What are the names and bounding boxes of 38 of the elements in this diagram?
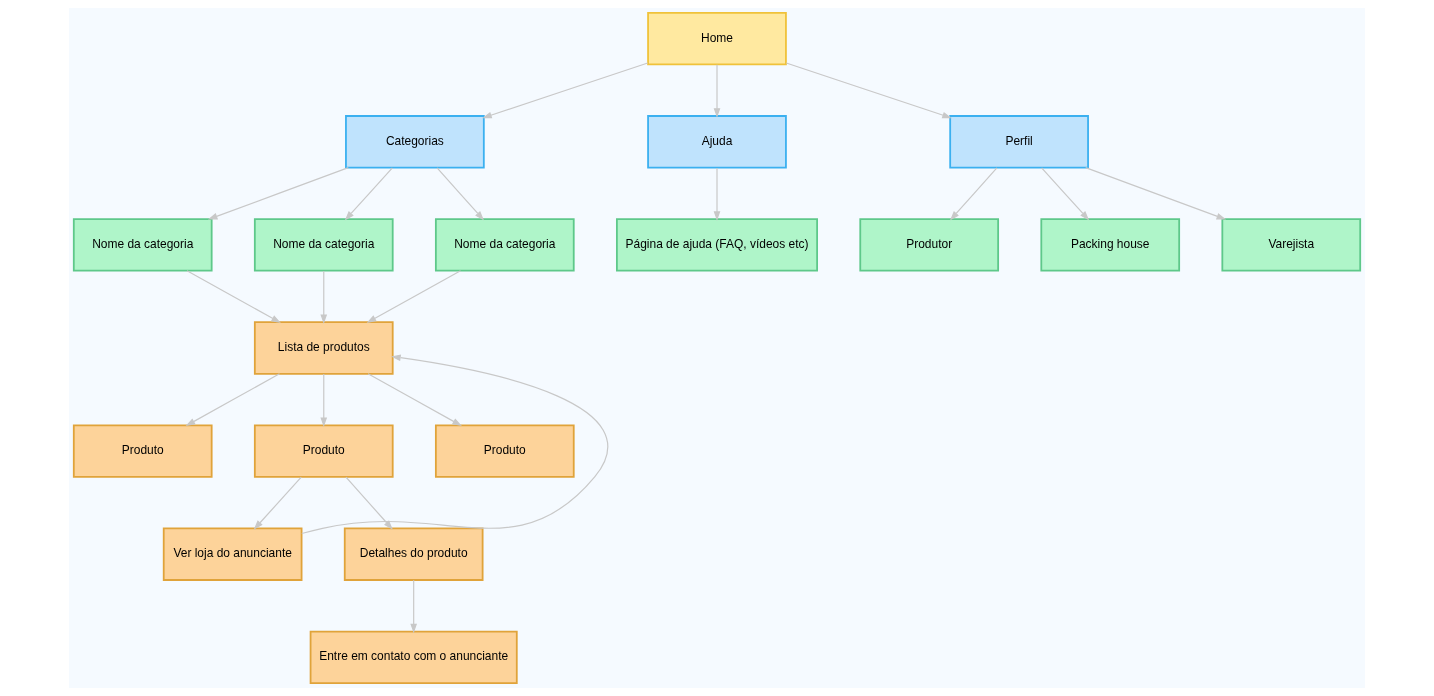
- node-box: Packing house: [1040, 218, 1181, 272]
- node-box: Produto: [434, 424, 575, 478]
- node-box: Ajuda: [647, 115, 787, 169]
- node-box: Categorias: [345, 115, 485, 169]
- node-box: Produtor: [859, 218, 1000, 272]
- node-box: Lista de produtos: [253, 321, 394, 375]
- arrow: [366, 270, 462, 323]
- arrow: [207, 167, 349, 220]
- node-box: Perfil: [949, 115, 1089, 169]
- arrow: [410, 579, 418, 634]
- arrow: [345, 476, 393, 530]
- node-box: Home: [647, 12, 787, 66]
- arrow: [185, 373, 281, 427]
- arrow: [301, 354, 609, 535]
- arrow: [949, 167, 998, 221]
- node-box: Nome da categoria: [72, 218, 213, 272]
- node-box: Produto: [253, 424, 394, 478]
- node-box: Detalhes do produto: [343, 527, 484, 581]
- arrow: [713, 167, 721, 221]
- arrow: [320, 270, 328, 324]
- node-box: Nome da categoria: [253, 218, 394, 272]
- arrow: [436, 167, 485, 221]
- node-box: Varejista: [1221, 218, 1362, 272]
- arrow: [320, 373, 328, 428]
- arrow: [785, 62, 952, 119]
- node-box: Página de ajuda (FAQ, vídeos etc): [616, 218, 818, 272]
- arrow: [253, 476, 302, 530]
- node-box: Ver loja do anunciante: [162, 527, 303, 581]
- arrow: [713, 64, 721, 118]
- arrow: [186, 270, 281, 323]
- node-box: Produto: [72, 424, 213, 478]
- arrow: [344, 167, 393, 221]
- arrow: [367, 373, 462, 427]
- arrow: [482, 62, 649, 119]
- node-box: Nome da categoria: [434, 218, 575, 272]
- arrow: [1041, 167, 1090, 221]
- arrow: [1085, 167, 1227, 220]
- node-box: Entre em contato com o anunciante: [309, 630, 518, 684]
